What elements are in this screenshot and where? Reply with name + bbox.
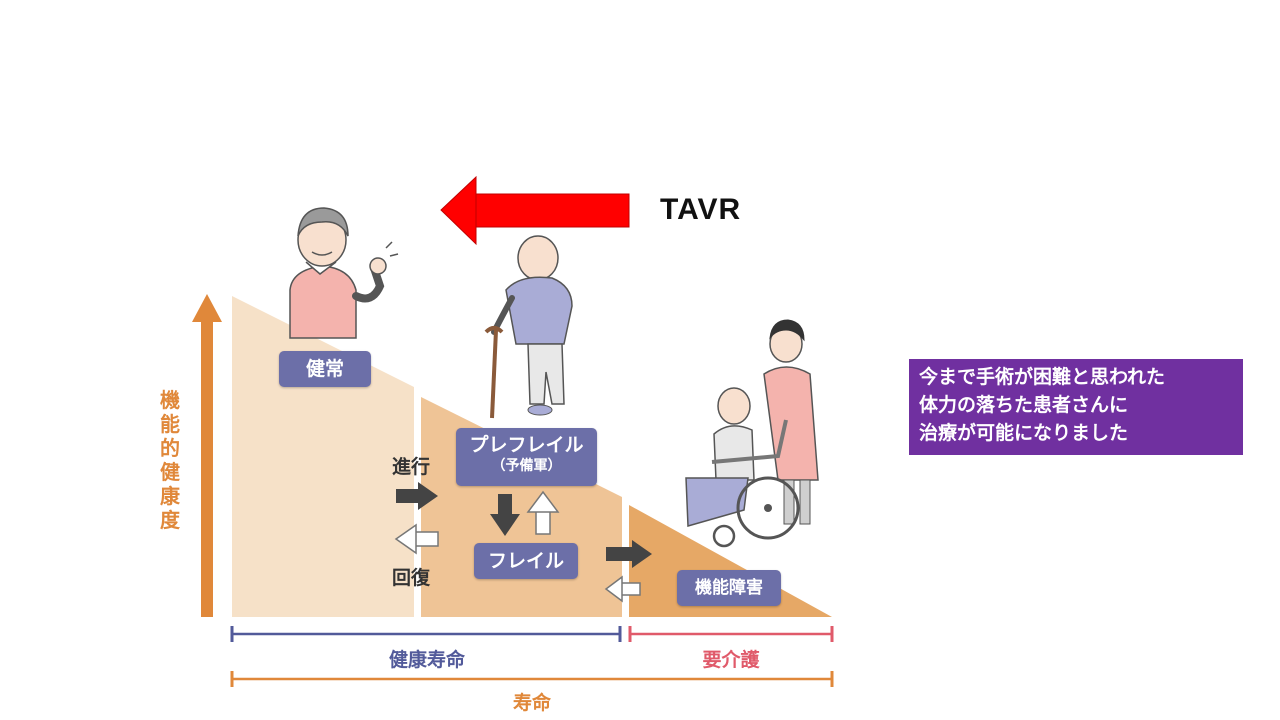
stage-disability-tag: 機能障害 bbox=[677, 570, 781, 606]
stage-healthy-area bbox=[232, 296, 414, 617]
progress-label: 進行 bbox=[392, 456, 431, 478]
note-line: 今まで手術が困難と思われた bbox=[919, 366, 1166, 388]
note-line: 体力の落ちた患者さんに bbox=[919, 394, 1129, 416]
healthy-life-bracket bbox=[230, 626, 622, 642]
progress-arrow bbox=[396, 482, 438, 510]
stage-healthy-tag: 健常 bbox=[279, 351, 371, 387]
caregiver-wheelchair-illustration bbox=[685, 319, 819, 548]
health-axis-label: 機能的健康度 bbox=[160, 388, 180, 532]
health-axis-arrow bbox=[192, 294, 222, 617]
treatment-note-box: 今まで手術が困難と思われた 体力の落ちた患者さんに 治療が可能になりました bbox=[909, 359, 1243, 455]
stage-prefrail-tag: プレフレイル （予備軍） bbox=[456, 428, 597, 486]
recovery-label: 回復 bbox=[392, 567, 431, 589]
healthy-life-label: 健康寿命 bbox=[388, 649, 465, 671]
stage-frail-tag: フレイル bbox=[474, 543, 578, 579]
elderly-man-illustration bbox=[484, 235, 573, 419]
lifespan-label: 寿命 bbox=[512, 692, 551, 714]
recovery-arrow bbox=[394, 523, 439, 555]
tavr-arrow bbox=[440, 175, 630, 246]
frail-to-disability-arrow bbox=[606, 540, 652, 568]
prefrail-to-frail-arrow bbox=[490, 494, 520, 536]
care-needed-label: 要介護 bbox=[702, 649, 760, 671]
prefrail-sublabel: （予備軍） bbox=[491, 458, 562, 474]
tavr-label: TAVR bbox=[660, 193, 742, 226]
lifespan-bracket bbox=[230, 671, 834, 687]
care-needed-bracket bbox=[628, 626, 834, 642]
healthy-woman-illustration bbox=[289, 207, 399, 339]
disability-to-frail-arrow bbox=[604, 575, 641, 603]
note-line: 治療が可能になりました bbox=[919, 422, 1129, 444]
prefrail-label: プレフレイル bbox=[469, 434, 584, 456]
frail-to-prefrail-arrow bbox=[526, 490, 560, 535]
